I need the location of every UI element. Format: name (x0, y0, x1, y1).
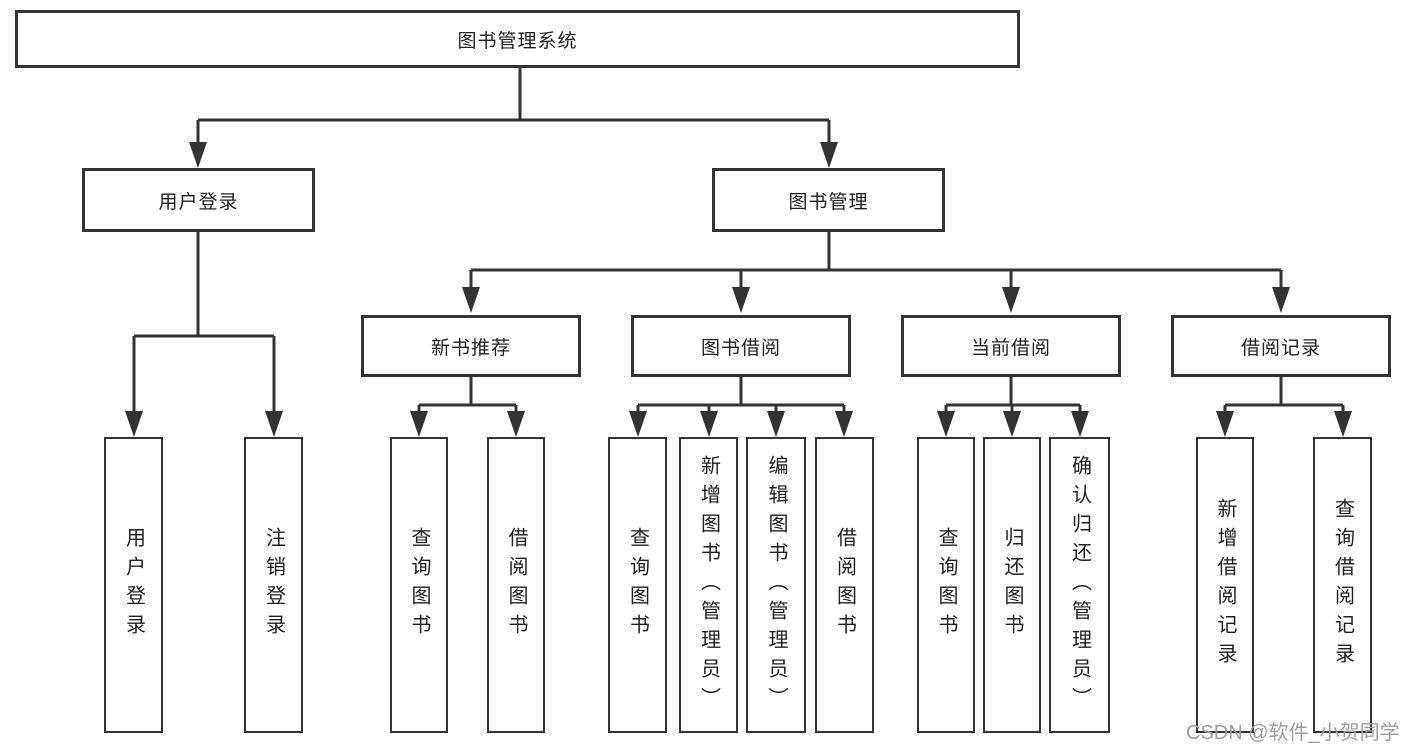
node-root: 图书管理系统 (15, 10, 1020, 68)
node-label: 当前借阅 (970, 337, 1051, 359)
node-label: 借阅图书 (505, 527, 527, 643)
arrow-down-icon (1071, 411, 1089, 437)
node-label: 借阅图书 (833, 527, 856, 643)
node-book-management: 图书管理 (712, 168, 945, 232)
connector-book-management (469, 232, 1283, 290)
arrow-down-icon (937, 411, 955, 437)
connector-current-borrow (944, 377, 1082, 414)
arrow-down-icon (507, 411, 525, 437)
arrow-down-icon (1003, 411, 1021, 437)
leaf-borrow-books-recommend: 借阅图书 (487, 437, 545, 733)
arrow-down-icon (835, 411, 853, 437)
watermark: CSDN @软件_小贺同学 (1186, 722, 1400, 744)
node-label: 确认归还（管理员） (1068, 454, 1091, 716)
node-label: 查询图书 (935, 527, 957, 643)
arrow-down-icon (265, 411, 283, 437)
node-user-login: 用户登录 (82, 168, 315, 232)
node-label: 查询借阅记录 (1331, 498, 1354, 672)
node-label: 归还图书 (1001, 527, 1023, 643)
arrow-down-icon (1216, 411, 1234, 437)
node-label: 用户登录 (158, 191, 239, 213)
arrow-down-icon (410, 411, 428, 437)
node-label: 图书管理 (788, 191, 869, 213)
arrow-down-icon (732, 287, 750, 313)
arrow-down-icon (1002, 287, 1020, 313)
node-label: 图书借阅 (700, 337, 781, 359)
connector-user-login (132, 232, 276, 414)
arrow-down-icon (1334, 411, 1352, 437)
leaf-query-books-current: 查询图书 (917, 437, 975, 733)
arrow-down-icon (820, 142, 838, 168)
node-label: 新增借阅记录 (1214, 498, 1236, 672)
arrow-down-icon (189, 142, 207, 168)
node-label: 查询图书 (408, 527, 430, 643)
arrow-down-icon (462, 287, 480, 313)
node-label: 新增图书（管理员） (697, 454, 720, 716)
leaf-borrow-books: 借阅图书 (815, 437, 874, 733)
leaf-logout: 注销登录 (244, 437, 303, 733)
arrow-down-icon (700, 411, 718, 437)
node-current-borrow: 当前借阅 (901, 315, 1121, 377)
arrow-down-icon (767, 411, 785, 437)
leaf-query-books-borrow: 查询图书 (608, 437, 667, 733)
arrow-down-icon (629, 411, 647, 437)
leaf-edit-book-admin: 编辑图书（管理员） (746, 437, 806, 733)
connector-new-book-recommend (417, 377, 518, 414)
node-new-book-recommend: 新书推荐 (361, 315, 581, 377)
leaf-add-borrow-record: 新增借阅记录 (1196, 437, 1254, 733)
leaf-add-book-admin: 新增图书（管理员） (679, 437, 738, 733)
node-label: 查询图书 (626, 527, 649, 643)
leaf-user-login: 用户登录 (104, 437, 163, 733)
arrow-down-icon (1272, 287, 1290, 313)
node-label: 编辑图书（管理员） (765, 454, 787, 716)
node-label: 新书推荐 (430, 337, 511, 359)
leaf-return-books: 归还图书 (983, 437, 1041, 733)
node-label: 借阅记录 (1240, 337, 1321, 359)
connector-book-borrow (636, 377, 846, 414)
node-label: 图书管理系统 (457, 30, 578, 52)
connector-root (196, 68, 831, 145)
node-label: 用户登录 (122, 527, 145, 643)
leaf-query-books-recommend: 查询图书 (390, 437, 448, 733)
arrow-down-icon (125, 411, 143, 437)
leaf-confirm-return-admin: 确认归还（管理员） (1049, 437, 1110, 733)
node-label: 注销登录 (262, 527, 285, 643)
node-book-borrow: 图书借阅 (631, 315, 851, 377)
connector-borrow-records (1223, 377, 1345, 414)
node-borrow-records: 借阅记录 (1171, 315, 1391, 377)
leaf-query-borrow-record: 查询借阅记录 (1313, 437, 1372, 733)
